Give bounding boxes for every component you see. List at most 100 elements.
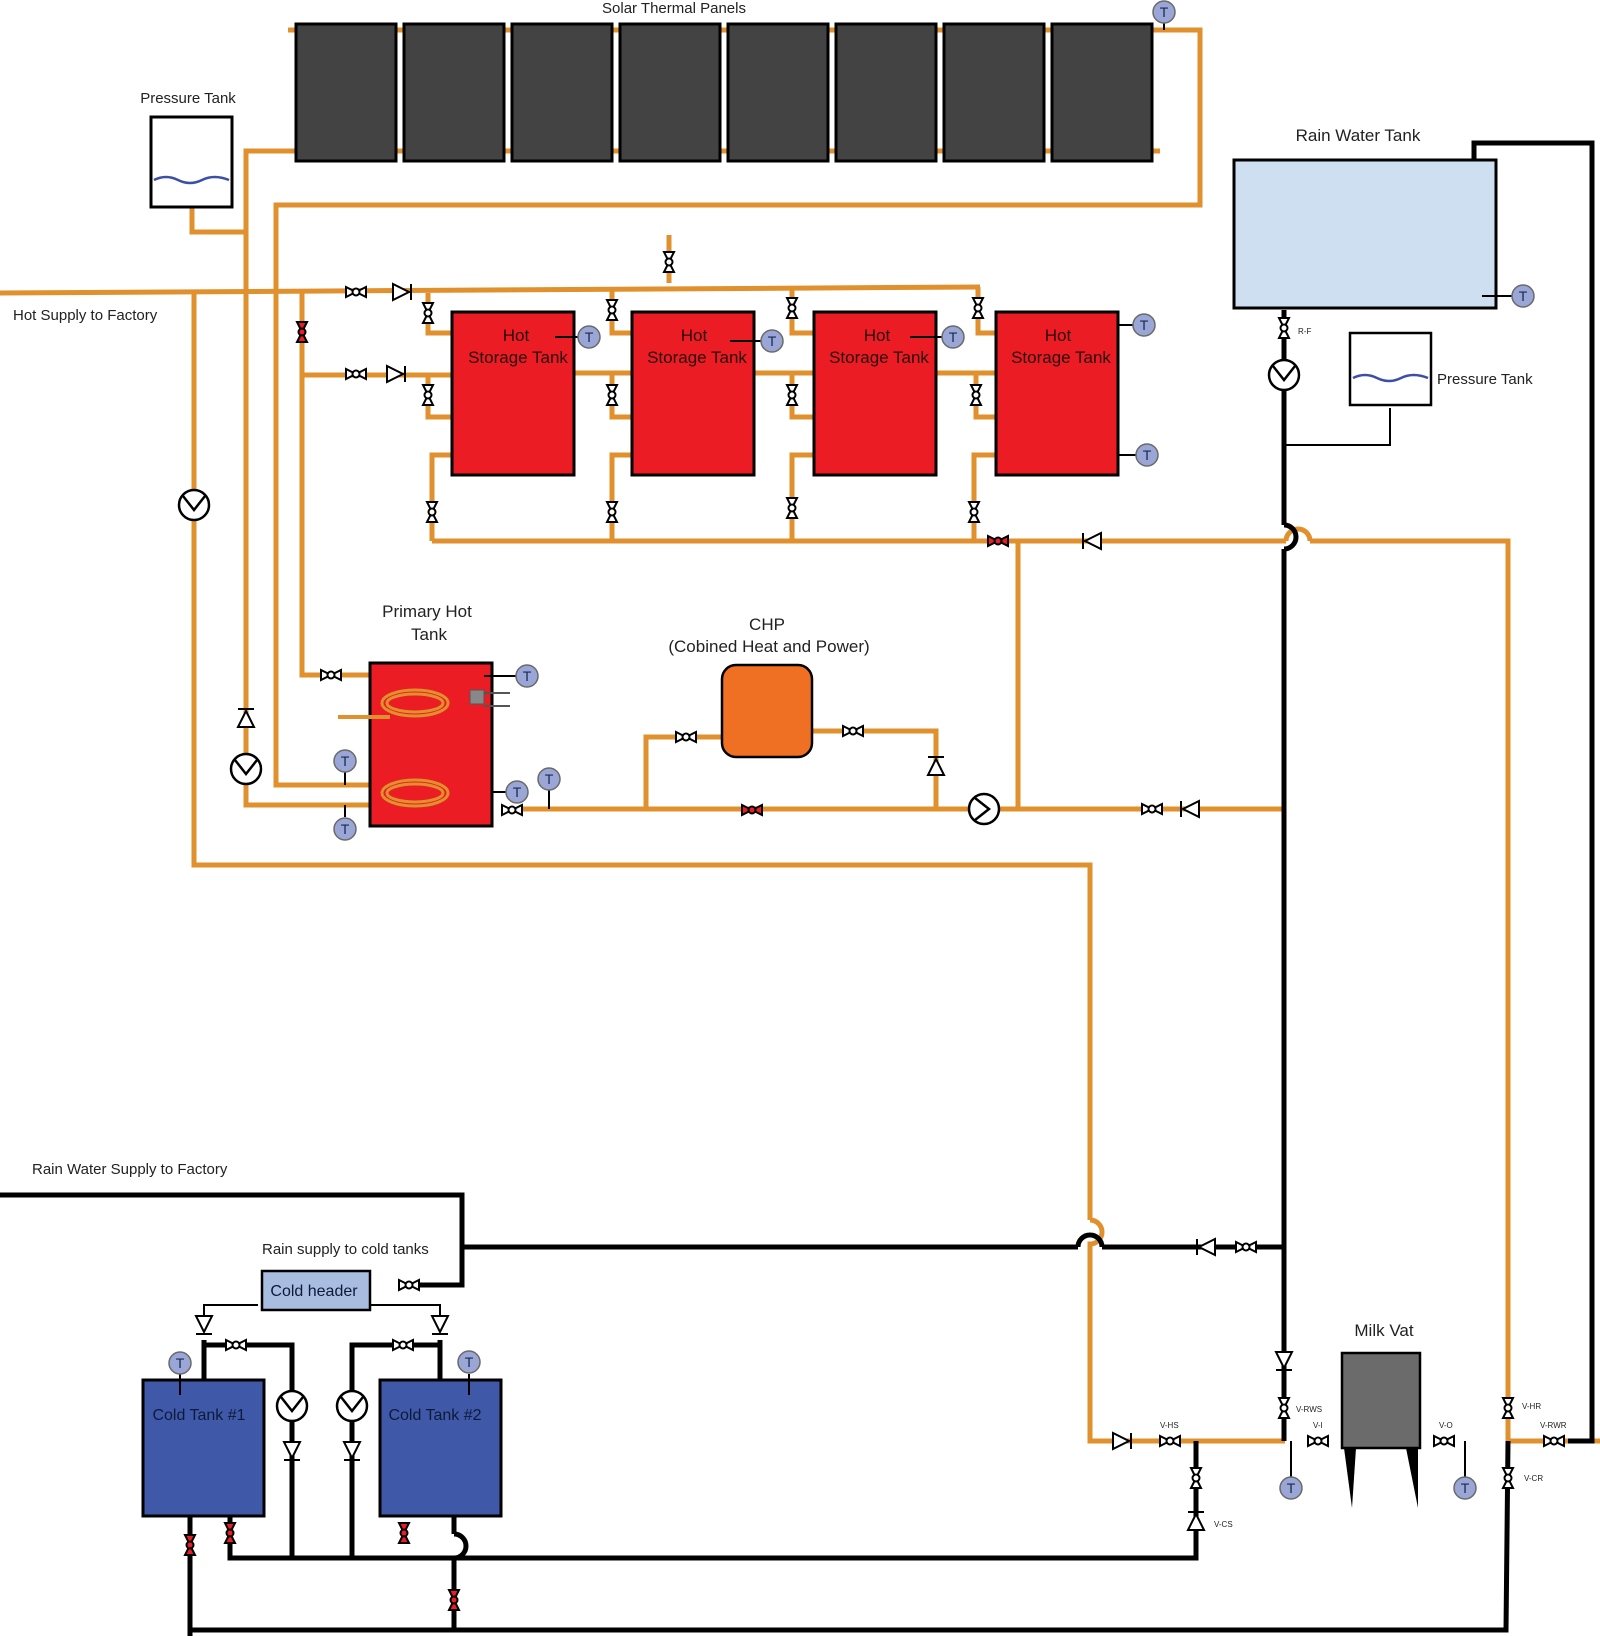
sensor-letter: T bbox=[1143, 447, 1152, 463]
gate-valve-icon bbox=[421, 384, 435, 406]
temperature-sensor-icon: T bbox=[168, 1351, 192, 1375]
check-valve-icon bbox=[1186, 1511, 1206, 1531]
cold-header: Cold header bbox=[260, 1269, 372, 1312]
check-valve-icon bbox=[1180, 799, 1200, 819]
gate-valve-icon bbox=[1501, 1467, 1515, 1489]
solar-panel bbox=[1050, 22, 1154, 163]
sensor-letter: T bbox=[585, 329, 594, 345]
storage-tank-label-line2: Storage Tank bbox=[829, 348, 929, 367]
gate-valve-icon bbox=[1235, 1240, 1257, 1254]
closed-valve-icon bbox=[183, 1534, 197, 1556]
valve-tag-v-hs: V-HS bbox=[1160, 1421, 1179, 1430]
temperature-sensor-icon: T bbox=[941, 325, 965, 349]
sensor-letter: T bbox=[949, 329, 958, 345]
hot-storage-tank-4: Hot Storage Tank bbox=[994, 310, 1120, 477]
gate-valve-icon bbox=[345, 285, 367, 299]
check-valve-icon bbox=[236, 708, 256, 728]
solar-panel bbox=[942, 22, 1046, 163]
gate-valve-icon bbox=[605, 299, 619, 321]
gate-valve-icon bbox=[675, 730, 697, 744]
valve-tag-v-rws: V-RWS bbox=[1296, 1405, 1322, 1414]
solar-panel-array: Solar Thermal Panels bbox=[294, 0, 1154, 163]
solar-panels-label: Solar Thermal Panels bbox=[602, 0, 746, 17]
cold-pipes bbox=[0, 140, 1595, 1636]
primary-hot-tank-label-line1: Primary Hot bbox=[382, 602, 472, 621]
solar-panel bbox=[510, 22, 614, 163]
valve-tag-v-i: V-I bbox=[1313, 1421, 1323, 1430]
pump-icons bbox=[177, 358, 1301, 1423]
solar-panel bbox=[294, 22, 398, 163]
closed-valve-icon bbox=[397, 1522, 411, 1544]
cold-tank-2-label: Cold Tank #2 bbox=[388, 1407, 481, 1424]
temperature-sensor-icon: T bbox=[577, 325, 601, 349]
solar-panel bbox=[618, 22, 722, 163]
temperature-sensor-icon: T bbox=[457, 1350, 481, 1374]
temperature-sensor-icon: T bbox=[537, 767, 561, 791]
sensor-letter: T bbox=[1287, 1480, 1296, 1496]
sensor-letter: T bbox=[545, 771, 554, 787]
check-valve-icon bbox=[926, 756, 946, 776]
closed-valve-icon bbox=[295, 321, 309, 343]
storage-tank-label-line2: Storage Tank bbox=[1011, 348, 1111, 367]
temperature-sensor-icon: T bbox=[760, 329, 784, 353]
storage-tank-label-line2: Storage Tank bbox=[468, 348, 568, 367]
sensor-letter: T bbox=[513, 784, 522, 800]
sensor-letter: T bbox=[1461, 1480, 1470, 1496]
check-valve-icon bbox=[1082, 531, 1102, 551]
closed-valve-icon bbox=[223, 1522, 237, 1544]
pressure-tank-right: Pressure Tank bbox=[1348, 331, 1533, 407]
temperature-sensor-icon: T bbox=[515, 664, 539, 688]
sensor-letter: T bbox=[523, 668, 532, 684]
closed-valve-icon bbox=[987, 534, 1009, 548]
sensor-letter: T bbox=[768, 333, 777, 349]
gate-valve-icon bbox=[1307, 1434, 1329, 1448]
valve-tag-v-cr: V-CR bbox=[1524, 1474, 1543, 1483]
gate-valve-icon bbox=[392, 1338, 414, 1352]
storage-tank-label-line2: Storage Tank bbox=[647, 348, 747, 367]
check-valve-icon bbox=[1196, 1237, 1216, 1257]
closed-valve-icon bbox=[447, 1589, 461, 1611]
check-valve-icon bbox=[392, 282, 412, 302]
rain-water-tank: Rain Water Tank bbox=[1232, 126, 1498, 310]
solar-panel bbox=[834, 22, 938, 163]
temperature-sensors: T T T T T T T T T T T T T T T T bbox=[168, 0, 1535, 1500]
check-valve-icon bbox=[1274, 1351, 1294, 1371]
gate-valve-icon bbox=[425, 501, 439, 523]
valve-tags: R-F V-HS V-RWS V-I V-O V-HR V-RWR V-CR V… bbox=[1160, 327, 1567, 1529]
gate-valve-icon bbox=[662, 251, 676, 273]
gate-valve-icon bbox=[971, 297, 985, 319]
storage-tank-label-line1: Hot bbox=[681, 326, 708, 345]
gate-valve-icon bbox=[398, 1278, 420, 1292]
check-valve-icon bbox=[282, 1441, 302, 1461]
temperature-sensor-icon: T bbox=[505, 780, 529, 804]
storage-tank-label-line1: Hot bbox=[503, 326, 530, 345]
milk-vat: Milk Vat bbox=[1340, 1321, 1422, 1508]
temperature-sensor-icon: T bbox=[1135, 443, 1159, 467]
storage-tank-label-line1: Hot bbox=[1045, 326, 1072, 345]
check-valve-icon bbox=[1112, 1431, 1132, 1451]
cold-tank-1-label: Cold Tank #1 bbox=[152, 1407, 245, 1424]
pressure-tank-left-label: Pressure Tank bbox=[140, 90, 236, 107]
temperature-sensor-icon: T bbox=[1132, 313, 1156, 337]
gate-valve-icon bbox=[1501, 1397, 1515, 1419]
check-valve-icon bbox=[194, 1315, 214, 1335]
temperature-sensor-icon: T bbox=[333, 817, 357, 841]
valve-tag-v-rwr: V-RWR bbox=[1540, 1421, 1567, 1430]
temperature-sensor-icon: T bbox=[1453, 1476, 1477, 1500]
gate-valve-icon bbox=[605, 384, 619, 406]
sensor-letter: T bbox=[1519, 288, 1528, 304]
solar-panel bbox=[726, 22, 830, 163]
gate-valve-icon bbox=[1277, 1397, 1291, 1419]
gate-valve-icon bbox=[785, 297, 799, 319]
closed-valve-icon bbox=[741, 803, 763, 817]
valve-tag-rf: R-F bbox=[1298, 327, 1311, 336]
temperature-sensor-icon: T bbox=[1511, 284, 1535, 308]
pressure-tank-right-label: Pressure Tank bbox=[1437, 371, 1533, 388]
gate-valve-icon bbox=[1277, 317, 1291, 339]
hot-storage-tank-1: Hot Storage Tank bbox=[450, 310, 576, 477]
sensor-letter: T bbox=[341, 821, 350, 837]
valve-icons bbox=[183, 251, 1565, 1611]
hot-supply-label: Hot Supply to Factory bbox=[13, 307, 158, 324]
chp-label-line2: (Cobined Heat and Power) bbox=[668, 637, 869, 656]
gate-valve-icon bbox=[345, 367, 367, 381]
